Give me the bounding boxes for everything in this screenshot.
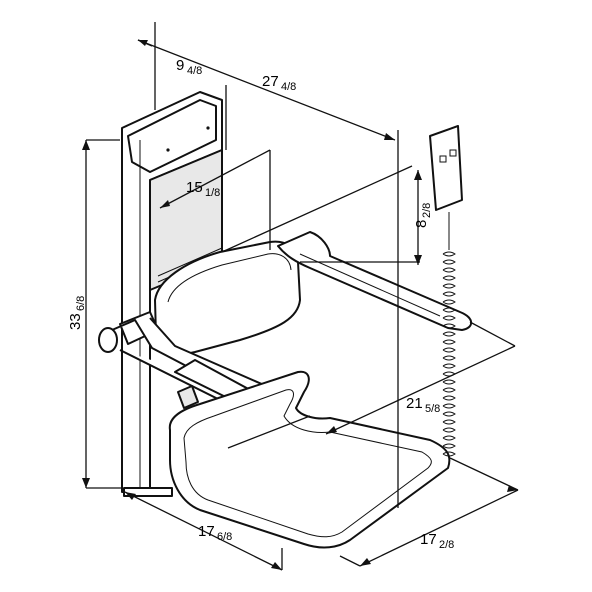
- dimension-label-seat-height-offset: 15 1/8: [186, 179, 220, 199]
- svg-text:2/8: 2/8: [439, 539, 454, 551]
- svg-text:4/8: 4/8: [187, 65, 202, 77]
- svg-text:21: 21: [406, 395, 423, 412]
- dimension-arrows: [82, 40, 518, 570]
- svg-text:4/8: 4/8: [281, 81, 296, 93]
- dimension-label-depth-top: 9 4/8: [176, 57, 202, 77]
- remote-button-icon: [439, 155, 447, 163]
- svg-text:33: 33: [67, 313, 84, 330]
- seat: [168, 370, 451, 549]
- svg-text:17: 17: [198, 523, 215, 540]
- svg-text:6/8: 6/8: [217, 531, 232, 543]
- dimension-label-seat-depth: 21 5/8: [406, 395, 440, 415]
- svg-text:1/8: 1/8: [205, 187, 220, 199]
- svg-text:6/8: 6/8: [75, 296, 87, 311]
- svg-text:8: 8: [413, 220, 430, 228]
- right-armrest: [277, 231, 473, 331]
- svg-text:9: 9: [176, 57, 184, 74]
- svg-text:17: 17: [420, 531, 437, 548]
- dimension-label-remote-drop: 8 2/8: [413, 203, 433, 228]
- svg-text:2/8: 2/8: [421, 203, 433, 218]
- remote-button-icon: [449, 149, 457, 157]
- dimension-lines: [85, 22, 519, 571]
- dimension-label-overall-height: 33 6/8: [67, 296, 87, 330]
- svg-text:5/8: 5/8: [425, 403, 440, 415]
- dimension-label-overall-width: 17 2/8: [420, 531, 454, 551]
- hand-remote: [429, 125, 463, 457]
- svg-text:15: 15: [186, 179, 203, 196]
- dimension-label-overall-depth: 27 4/8: [262, 73, 296, 93]
- dimension-label-seat-width: 17 6/8: [198, 523, 232, 543]
- svg-text:27: 27: [262, 73, 279, 90]
